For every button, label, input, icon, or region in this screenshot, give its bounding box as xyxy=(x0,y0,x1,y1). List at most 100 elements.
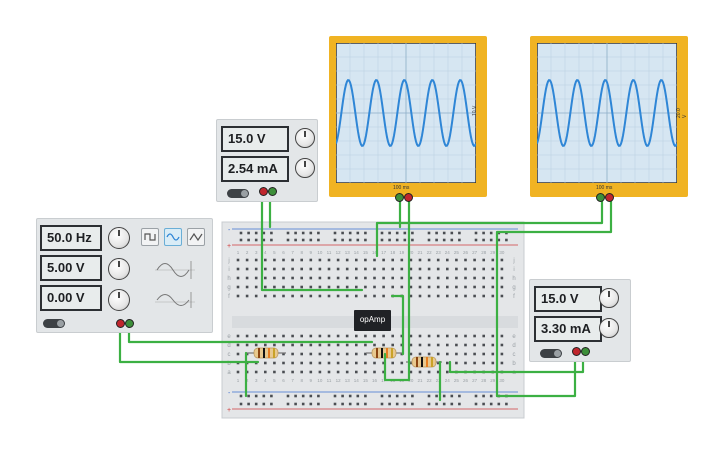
breadboard-hole[interactable] xyxy=(455,267,458,271)
breadboard-hole[interactable] xyxy=(400,352,404,356)
breadboard-hole[interactable] xyxy=(373,343,376,347)
rail-hole[interactable] xyxy=(474,402,478,406)
rail-hole[interactable] xyxy=(270,394,273,398)
rail-hole[interactable] xyxy=(458,394,461,398)
breadboard-hole[interactable] xyxy=(273,285,276,289)
breadboard-hole[interactable] xyxy=(291,267,294,271)
breadboard-hole[interactable] xyxy=(491,334,495,338)
breadboard-hole[interactable] xyxy=(491,276,495,280)
rail-hole[interactable] xyxy=(301,238,305,242)
breadboard-hole[interactable] xyxy=(309,294,313,298)
breadboard-hole[interactable] xyxy=(300,285,303,289)
rail-hole[interactable] xyxy=(247,402,250,406)
frequency-knob[interactable] xyxy=(108,227,130,249)
breadboard-hole[interactable] xyxy=(336,267,340,271)
breadboard-hole[interactable] xyxy=(345,285,349,289)
breadboard-hole[interactable] xyxy=(400,285,404,289)
breadboard-hole[interactable] xyxy=(455,276,458,280)
breadboard-hole[interactable] xyxy=(254,370,258,374)
breadboard-hole[interactable] xyxy=(364,361,367,365)
breadboard-hole[interactable] xyxy=(418,370,422,374)
triangle-wave-button[interactable] xyxy=(187,228,205,246)
breadboard-hole[interactable] xyxy=(446,267,449,271)
breadboard-hole[interactable] xyxy=(491,285,495,289)
breadboard-hole[interactable] xyxy=(336,343,340,347)
wires[interactable] xyxy=(118,194,613,402)
opamp-chip[interactable]: opAmp xyxy=(354,310,391,331)
breadboard-hole[interactable] xyxy=(245,334,249,338)
breadboard-hole[interactable] xyxy=(355,343,358,347)
breadboard-hole[interactable] xyxy=(355,334,358,338)
breadboard-hole[interactable] xyxy=(336,285,340,289)
rail-hole[interactable] xyxy=(458,238,461,242)
breadboard-hole[interactable] xyxy=(336,294,340,298)
resistor-r1[interactable] xyxy=(246,347,286,359)
rail-hole[interactable] xyxy=(411,238,414,242)
breadboard-hole[interactable] xyxy=(355,258,358,262)
breadboard-hole[interactable] xyxy=(418,294,422,298)
negative-terminal[interactable] xyxy=(581,347,590,356)
breadboard-hole[interactable] xyxy=(473,334,476,338)
breadboard-hole[interactable] xyxy=(427,258,431,262)
breadboard-hole[interactable] xyxy=(455,294,458,298)
breadboard-hole[interactable] xyxy=(236,334,240,338)
breadboard-hole[interactable] xyxy=(400,361,404,365)
breadboard-hole[interactable] xyxy=(327,276,331,280)
breadboard-hole[interactable] xyxy=(318,276,322,280)
breadboard-hole[interactable] xyxy=(409,276,413,280)
rail-hole[interactable] xyxy=(301,394,305,398)
rail-hole[interactable] xyxy=(262,231,266,235)
rail-hole[interactable] xyxy=(411,394,414,398)
breadboard-hole[interactable] xyxy=(254,267,258,271)
breadboard-hole[interactable] xyxy=(300,294,303,298)
breadboard-hole[interactable] xyxy=(327,334,331,338)
rail-hole[interactable] xyxy=(380,231,384,235)
breadboard-hole[interactable] xyxy=(436,370,440,374)
breadboard-hole[interactable] xyxy=(491,294,495,298)
amplitude-knob[interactable] xyxy=(108,258,130,280)
rail-hole[interactable] xyxy=(239,394,243,398)
breadboard-hole[interactable] xyxy=(336,258,340,262)
breadboard-hole[interactable] xyxy=(409,258,413,262)
rail-hole[interactable] xyxy=(364,394,367,398)
breadboard-hole[interactable] xyxy=(482,276,485,280)
rail-hole[interactable] xyxy=(356,402,360,406)
breadboard-hole[interactable] xyxy=(491,352,495,356)
breadboard-hole[interactable] xyxy=(436,267,440,271)
rail-hole[interactable] xyxy=(247,394,250,398)
breadboard-hole[interactable] xyxy=(364,267,367,271)
breadboard-hole[interactable] xyxy=(436,352,440,356)
breadboard-hole[interactable] xyxy=(273,258,276,262)
breadboard-hole[interactable] xyxy=(455,361,458,365)
breadboard-hole[interactable] xyxy=(236,352,240,356)
breadboard-hole[interactable] xyxy=(336,276,340,280)
rail-hole[interactable] xyxy=(341,402,344,406)
rail-hole[interactable] xyxy=(442,238,446,242)
breadboard-hole[interactable] xyxy=(400,258,404,262)
rail-hole[interactable] xyxy=(505,238,508,242)
rail-hole[interactable] xyxy=(341,394,344,398)
breadboard-hole[interactable] xyxy=(482,258,485,262)
breadboard-hole[interactable] xyxy=(446,285,449,289)
rail-hole[interactable] xyxy=(380,394,384,398)
breadboard-hole[interactable] xyxy=(282,267,285,271)
current-knob[interactable] xyxy=(599,318,619,338)
oscilloscope-right[interactable]: 100 ms 20.0 V xyxy=(530,36,688,202)
breadboard-hole[interactable] xyxy=(455,258,458,262)
breadboard-hole[interactable] xyxy=(300,334,303,338)
probe-positive-terminal[interactable] xyxy=(605,193,614,202)
breadboard-hole[interactable] xyxy=(254,294,258,298)
breadboard-hole[interactable] xyxy=(400,343,404,347)
rail-hole[interactable] xyxy=(482,402,485,406)
rail-hole[interactable] xyxy=(348,238,352,242)
rail-hole[interactable] xyxy=(262,394,266,398)
rail-hole[interactable] xyxy=(309,394,313,398)
rail-hole[interactable] xyxy=(442,231,446,235)
breadboard-hole[interactable] xyxy=(373,276,376,280)
breadboard-hole[interactable] xyxy=(318,267,322,271)
breadboard-hole[interactable] xyxy=(282,361,285,365)
breadboard-hole[interactable] xyxy=(245,370,249,374)
power-supply-right[interactable]: 15.0 V 3.30 mA xyxy=(529,279,631,362)
breadboard-hole[interactable] xyxy=(318,352,322,356)
breadboard-hole[interactable] xyxy=(373,285,376,289)
